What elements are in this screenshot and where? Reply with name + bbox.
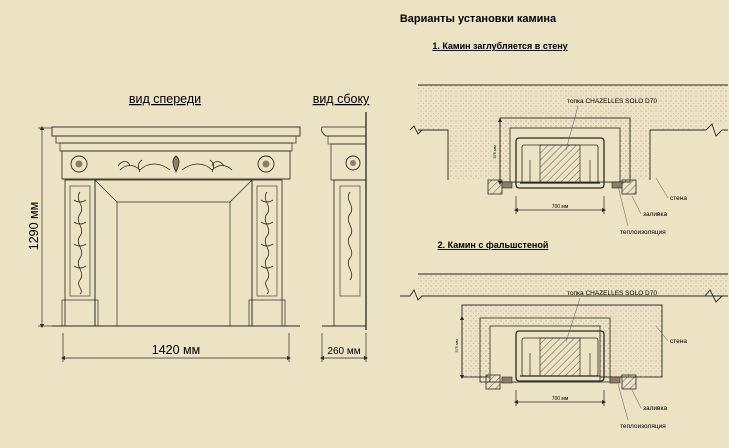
option1-diagram: 1. Камин заглубляется в стену топка CHAZ… (409, 41, 728, 236)
option2-firebox (515, 330, 605, 382)
front-view: вид спереди (27, 92, 301, 362)
mantel-shelf (51, 126, 301, 137)
option1-width-label: 700 мм (552, 204, 569, 210)
option1-firebox-label: топка CHAZELLES SOLO D70 (567, 98, 657, 105)
mantel-molding (55, 135, 297, 144)
option2-diagram: 2. Камин с фальшстеной топка CHAZELLES S… (400, 240, 728, 430)
side-view-label: вид сбоку (313, 92, 370, 106)
front-view-label: вид спереди (129, 92, 201, 106)
option2-wall-label: стена (670, 338, 687, 345)
option1-insulation-label: теплоизоляция (620, 229, 666, 236)
side-depth-label: 260 мм (327, 346, 360, 357)
page-title: Варианты установки камина (400, 13, 557, 25)
right-rosette (257, 155, 275, 173)
option2-width-label: 700 мм (552, 396, 569, 402)
option1-height-label: 375 мм (492, 145, 497, 159)
option2-heading: 2. Камин с фальшстеной (438, 240, 549, 250)
option2-firebox-label: топка CHAZELLES SOLO D70 (567, 290, 657, 297)
option1-firebox (515, 137, 605, 189)
option1-heading: 1. Камин заглубляется в стену (432, 41, 567, 51)
front-width-label: 1420 мм (152, 343, 200, 357)
option1-fill-label: заливка (643, 211, 667, 218)
option2-fill-label: заливка (643, 405, 667, 412)
option2-insulation-label: теплоизоляция (620, 423, 666, 430)
side-view: вид сбоку 260 мм (313, 92, 370, 362)
left-rosette (70, 155, 88, 173)
option2-height-label: 375 мм (454, 339, 459, 353)
option1-wall-label: стена (670, 195, 687, 202)
frieze-ornament (117, 155, 233, 173)
front-height-label: 1290 мм (27, 202, 41, 250)
